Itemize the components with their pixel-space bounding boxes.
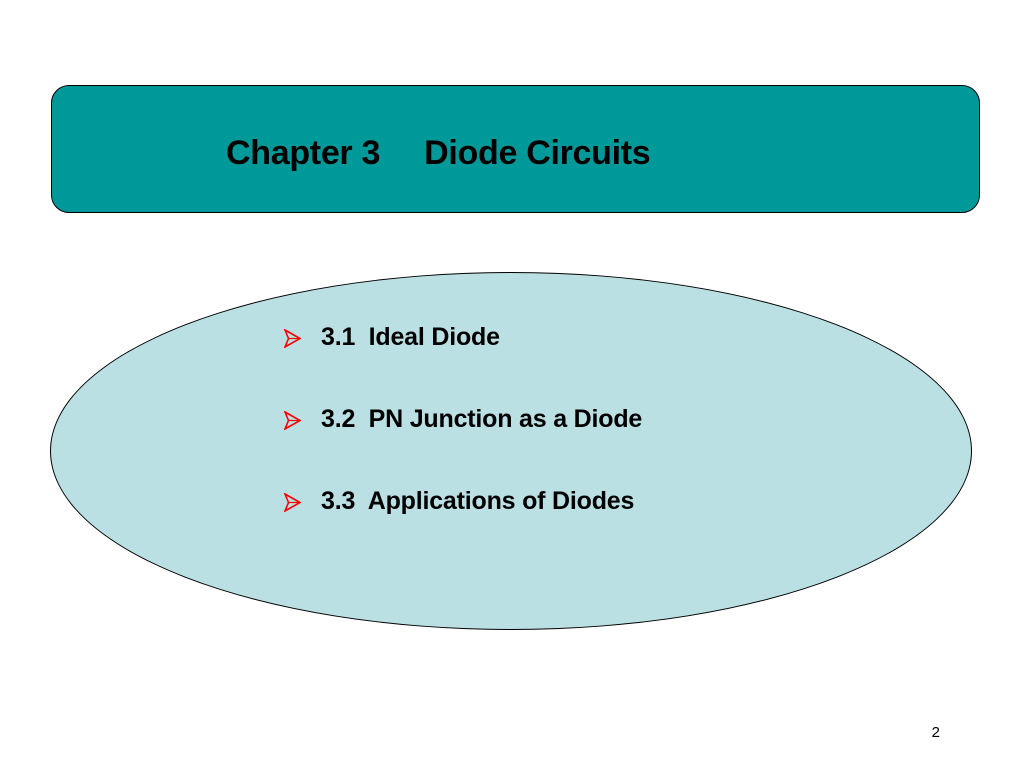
title-topic: Diode Circuits — [424, 134, 651, 172]
bullet-label: Ideal Diode — [368, 323, 500, 351]
bullet-text: 3.1 Ideal Diode — [321, 323, 500, 352]
title-box: Chapter 3 Diode Circuits — [51, 85, 980, 213]
bullet-number: 3.1 — [321, 323, 356, 351]
title-chapter: Chapter 3 — [226, 134, 381, 172]
slide-title: Chapter 3 Diode Circuits — [226, 134, 651, 173]
bullet-text: 3.3 Applications of Diodes — [321, 487, 634, 516]
bullet-number: 3.3 — [321, 487, 356, 515]
content-ellipse — [50, 272, 972, 630]
bullet-label: PN Junction as a Diode — [368, 405, 643, 433]
arrowhead-bullet-icon — [284, 493, 301, 512]
bullet-label: Applications of Diodes — [367, 487, 635, 515]
page-number: 2 — [931, 724, 940, 741]
arrowhead-bullet-icon — [284, 329, 301, 348]
bullet-number: 3.2 — [321, 405, 356, 433]
arrowhead-bullet-icon — [284, 411, 301, 430]
bullet-text: 3.2 PN Junction as a Diode — [321, 405, 642, 434]
